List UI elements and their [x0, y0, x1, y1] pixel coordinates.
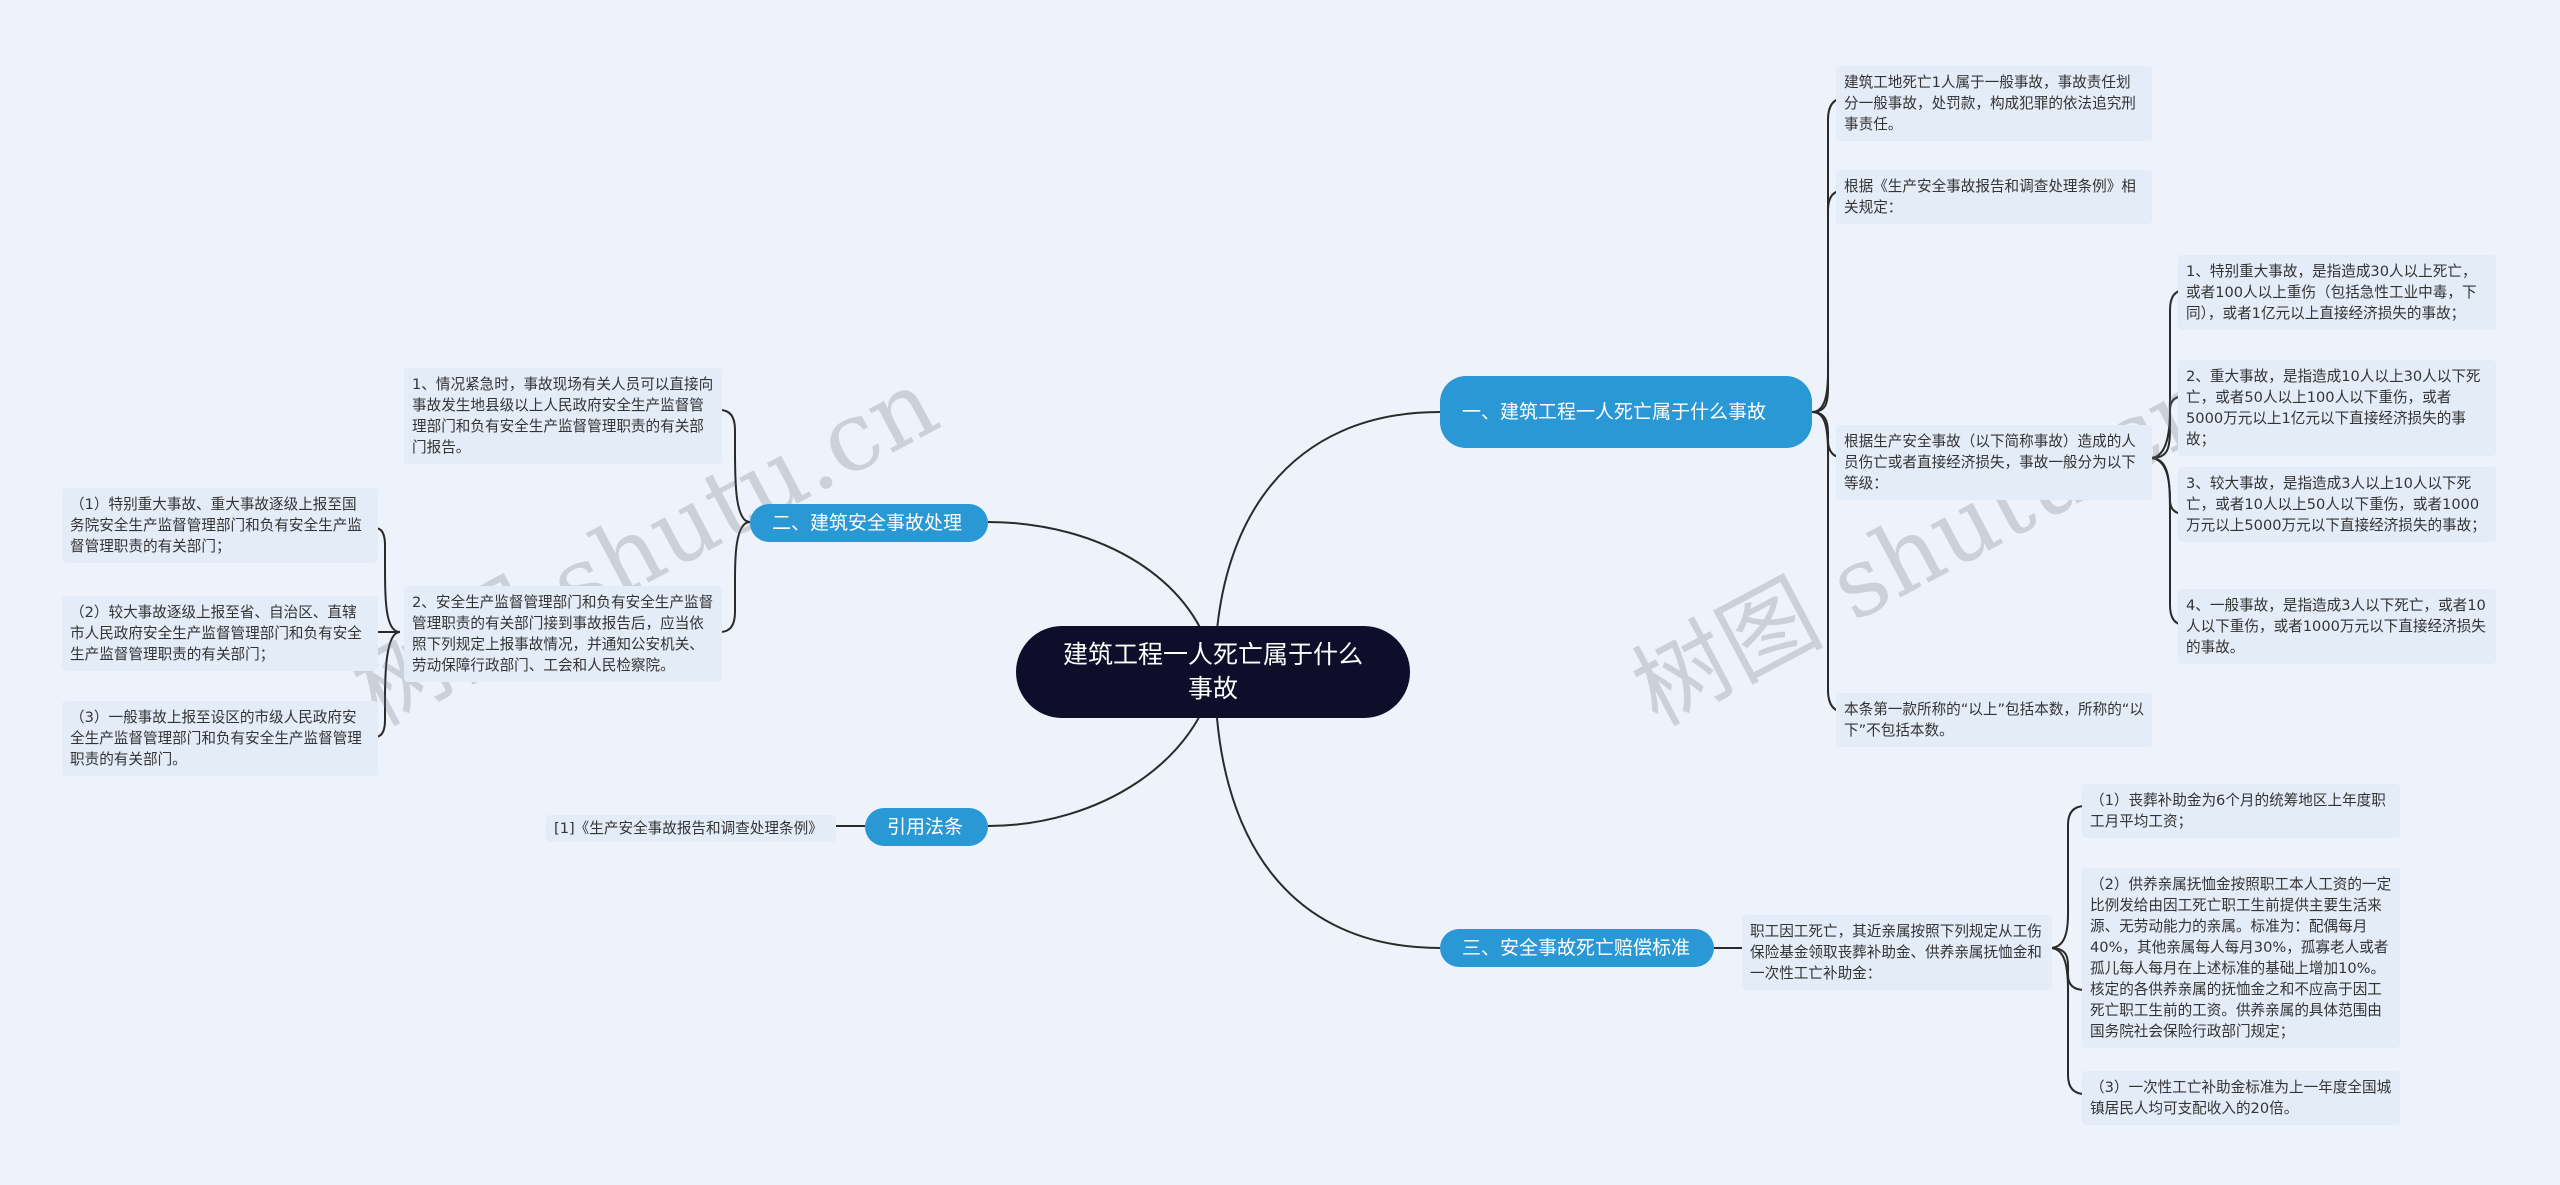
leaf-accident-levels[interactable]: 根据生产安全事故（以下简称事故）造成的人员伤亡或者直接经济损失，事故一般分为以下…	[1836, 425, 2152, 500]
leaf-level-general[interactable]: 4、一般事故，是指造成3人以下死亡，或者10人以下重伤，或者1000万元以下直接…	[2178, 589, 2496, 664]
branch-compensation-standard[interactable]: 三、安全事故死亡赔偿标准	[1440, 929, 1714, 967]
leaf-level-extraordinary[interactable]: 1、特别重大事故，是指造成30人以上死亡，或者100人以上重伤（包括急性工业中毒…	[2178, 255, 2496, 330]
leaf-funeral-subsidy[interactable]: （1）丧葬补助金为6个月的统筹地区上年度职工月平均工资；	[2082, 784, 2400, 838]
leaf-level-major[interactable]: 2、重大事故，是指造成10人以上30人以下死亡，或者50人以上100人以下重伤，…	[2178, 360, 2496, 456]
leaf-level-larger[interactable]: 3、较大事故，是指造成3人以上10人以下死亡，或者10人以上50人以下重伤，或者…	[2178, 467, 2496, 542]
leaf-supervision-report[interactable]: 2、安全生产监督管理部门和负有安全生产监督管理职责的有关部门接到事故报告后，应当…	[404, 586, 722, 682]
leaf-report-province[interactable]: （2）较大事故逐级上报至省、自治区、直辖市人民政府安全生产监督管理部门和负有安全…	[62, 596, 378, 671]
leaf-cited-regulation[interactable]: [1]《生产安全事故报告和调查处理条例》	[546, 815, 836, 842]
leaf-dependent-pension[interactable]: （2）供养亲属抚恤金按照职工本人工资的一定比例发给由因工死亡职工生前提供主要生活…	[2082, 868, 2400, 1048]
root-topic[interactable]: 建筑工程一人死亡属于什么事故	[1016, 626, 1410, 718]
leaf-report-state-council[interactable]: （1）特别重大事故、重大事故逐级上报至国务院安全生产监督管理部门和负有安全生产监…	[62, 488, 378, 563]
leaf-report-city[interactable]: （3）一般事故上报至设区的市级人民政府安全生产监督管理部门和负有安全生产监督管理…	[62, 701, 378, 776]
branch-accident-handling[interactable]: 二、建筑安全事故处理	[750, 504, 988, 542]
leaf-regulation-reference[interactable]: 根据《生产安全事故报告和调查处理条例》相关规定：	[1836, 170, 2152, 224]
branch-accident-classification[interactable]: 一、建筑工程一人死亡属于什么事故	[1440, 376, 1812, 448]
leaf-lump-sum-death-benefit[interactable]: （3）一次性工亡补助金标准为上一年度全国城镇居民人均可支配收入的20倍。	[2082, 1071, 2400, 1125]
branch-cited-law[interactable]: 引用法条	[865, 808, 988, 846]
leaf-emergency-report[interactable]: 1、情况紧急时，事故现场有关人员可以直接向事故发生地县级以上人民政府安全生产监督…	[404, 368, 722, 464]
leaf-general-accident[interactable]: 建筑工地死亡1人属于一般事故，事故责任划分一般事故，处罚款，构成犯罪的依法追究刑…	[1836, 66, 2152, 141]
leaf-above-below-definition[interactable]: 本条第一款所称的“以上”包括本数，所称的“以下”不包括本数。	[1836, 693, 2152, 747]
leaf-compensation-intro[interactable]: 职工因工死亡，其近亲属按照下列规定从工伤保险基金领取丧葬补助金、供养亲属抚恤金和…	[1742, 915, 2052, 990]
